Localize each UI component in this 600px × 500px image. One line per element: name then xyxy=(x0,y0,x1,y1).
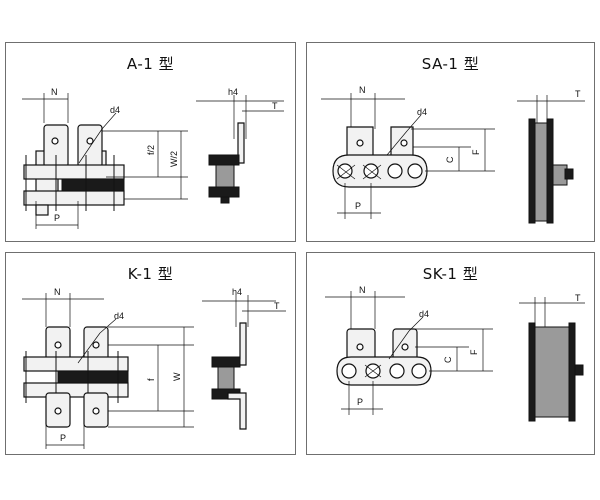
label-d4-k1: d4 xyxy=(114,311,124,321)
label-p-a1: P xyxy=(54,213,60,223)
label-d4-sa1: d4 xyxy=(417,107,427,117)
diagram-sa1: N d4 C F xyxy=(321,85,585,224)
label-t-k1: T xyxy=(274,301,280,311)
label-n-sk1: N xyxy=(359,285,366,295)
label-w-k1: W xyxy=(172,372,182,381)
label-w2-a1: W/2 xyxy=(169,151,179,167)
panel-sa1: SA-1 型 N d4 xyxy=(306,42,595,242)
label-f-k1: f xyxy=(146,378,156,381)
label-p-sa1: P xyxy=(355,201,361,211)
label-f-sk1: F xyxy=(469,349,479,355)
panel-a1: A-1 型 N xyxy=(5,42,296,242)
label-f2-a1: f/2 xyxy=(146,145,156,155)
attachment-front-view-a1: N d4 f xyxy=(22,87,188,229)
panel-title-k1: K-1 型 xyxy=(127,265,174,283)
label-t-a1: T xyxy=(272,101,278,111)
attachment-front-view-k1: N d4 xyxy=(22,287,194,449)
panel-title-a1: A-1 型 xyxy=(126,55,175,73)
label-n-k1: N xyxy=(54,287,61,297)
label-p-sk1: P xyxy=(357,397,363,407)
diagram-a1: N d4 f xyxy=(22,87,284,229)
panel-k1: K-1 型 N d4 xyxy=(5,252,296,455)
diagram-k1: N d4 xyxy=(22,287,286,449)
label-n-sa1: N xyxy=(359,85,366,95)
label-p-k1: P xyxy=(60,433,66,443)
label-c-sa1: C xyxy=(445,156,455,163)
label-h4-k1: h4 xyxy=(232,287,242,297)
attachment-side-view-a1: h4 T xyxy=(196,87,284,204)
attachment-side-view-k1: h4 T xyxy=(202,287,286,430)
attachment-front-view-sk1: N d4 C F xyxy=(325,285,493,415)
label-t-sk1: T xyxy=(575,293,581,303)
label-c-sk1: C xyxy=(443,356,453,363)
label-n-a1: N xyxy=(51,87,58,97)
panel-sk1: SK-1 型 N d4 xyxy=(306,252,595,455)
attachment-side-view-sk1: T xyxy=(519,293,585,422)
label-f-sa1: F xyxy=(471,149,481,155)
attachment-side-view-sa1: T xyxy=(517,89,585,224)
attachment-front-view-sa1: N d4 C F xyxy=(321,85,495,219)
diagram-sk1: N d4 C F xyxy=(325,285,585,422)
panel-title-sk1: SK-1 型 xyxy=(422,265,479,283)
label-t-sa1: T xyxy=(575,89,581,99)
label-d4-a1: d4 xyxy=(110,105,120,115)
label-h4-a1: h4 xyxy=(228,87,238,97)
panel-title-sa1: SA-1 型 xyxy=(421,55,480,73)
label-d4-sk1: d4 xyxy=(419,309,429,319)
